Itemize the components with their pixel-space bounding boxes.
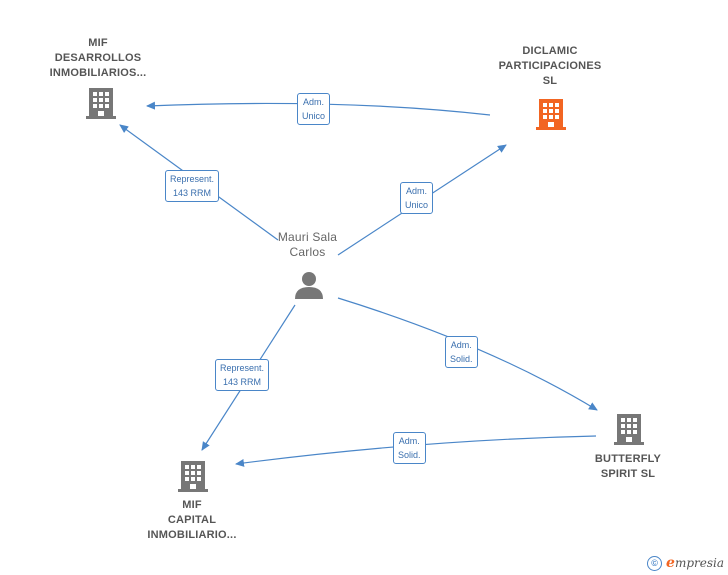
edge-label-butterfly-to-mif-capital[interactable]: Adm. Solid. — [393, 432, 426, 464]
building-icon[interactable] — [85, 86, 117, 120]
node-label-line: CAPITAL — [167, 514, 217, 526]
building-icon[interactable] — [535, 97, 567, 131]
node-label-line: MIF — [88, 37, 108, 49]
node-label-line: DICLAMIC — [522, 45, 578, 57]
building-icon[interactable] — [177, 459, 209, 493]
edge-label-line: Unico — [302, 111, 326, 121]
node-label-line: INMOBILIARIO... — [147, 529, 237, 541]
node-label-mif-desarrollos[interactable]: MIF DESARROLLOS INMOBILIARIOS... — [38, 36, 158, 81]
edge-label-mauri-to-mif-desarrollos[interactable]: Represent. 143 RRM — [165, 170, 220, 202]
brand-logo-rest: mpresia — [674, 556, 724, 570]
node-label-mauri[interactable]: Mauri Sala Carlos — [250, 230, 365, 260]
edge-mauri-to-butterfly — [337, 297, 598, 411]
node-label-line: PARTICIPACIONES — [498, 60, 602, 72]
edge-label-diclamic-to-mif-desarrollos[interactable]: Adm. Unico — [297, 93, 331, 125]
node-label-line: INMOBILIARIOS... — [49, 67, 147, 79]
edge-label-line: Solid. — [398, 450, 421, 460]
node-label-butterfly[interactable]: BUTTERFLY SPIRIT SL — [578, 452, 678, 482]
node-label-line: DESARROLLOS — [54, 52, 142, 64]
edge-label-line: Represent. — [170, 174, 215, 184]
building-icon[interactable] — [613, 412, 645, 446]
node-label-line: SPIRIT SL — [600, 468, 656, 480]
edge-label-line: 143 RRM — [223, 377, 262, 387]
node-label-line: SL — [542, 75, 558, 87]
node-label-line: BUTTERFLY — [594, 453, 662, 465]
edge-label-line: Adm. — [450, 340, 472, 350]
node-label-line: Carlos — [289, 245, 326, 259]
node-label-diclamic[interactable]: DICLAMIC PARTICIPACIONES SL — [478, 44, 622, 89]
edge-label-line: 143 RRM — [173, 188, 212, 198]
brand-logo[interactable]: empresia — [666, 555, 724, 571]
edge-label-mauri-to-mif-capital[interactable]: Represent. 143 RRM — [215, 359, 270, 391]
copyright-icon: © — [647, 555, 663, 571]
edge-label-line: Adm. — [303, 97, 325, 107]
edge-label-line: Solid. — [450, 354, 473, 364]
node-label-line: MIF — [182, 499, 202, 511]
edge-label-line: Adm. — [406, 186, 428, 196]
node-label-line: Mauri Sala — [277, 230, 338, 244]
edge-label-mauri-to-butterfly[interactable]: Adm. Solid. — [445, 336, 478, 368]
edge-label-mauri-to-diclamic[interactable]: Adm. Unico — [400, 182, 434, 214]
node-label-mif-capital[interactable]: MIF CAPITAL INMOBILIARIO... — [132, 498, 252, 543]
edge-label-line: Represent. — [220, 363, 265, 373]
brand-logo-first-letter: e — [666, 555, 675, 571]
person-icon[interactable] — [294, 270, 324, 300]
edge-label-line: Adm. — [398, 436, 420, 446]
edge-label-line: Unico — [405, 200, 429, 210]
footer-brand: © empresia — [647, 555, 724, 571]
